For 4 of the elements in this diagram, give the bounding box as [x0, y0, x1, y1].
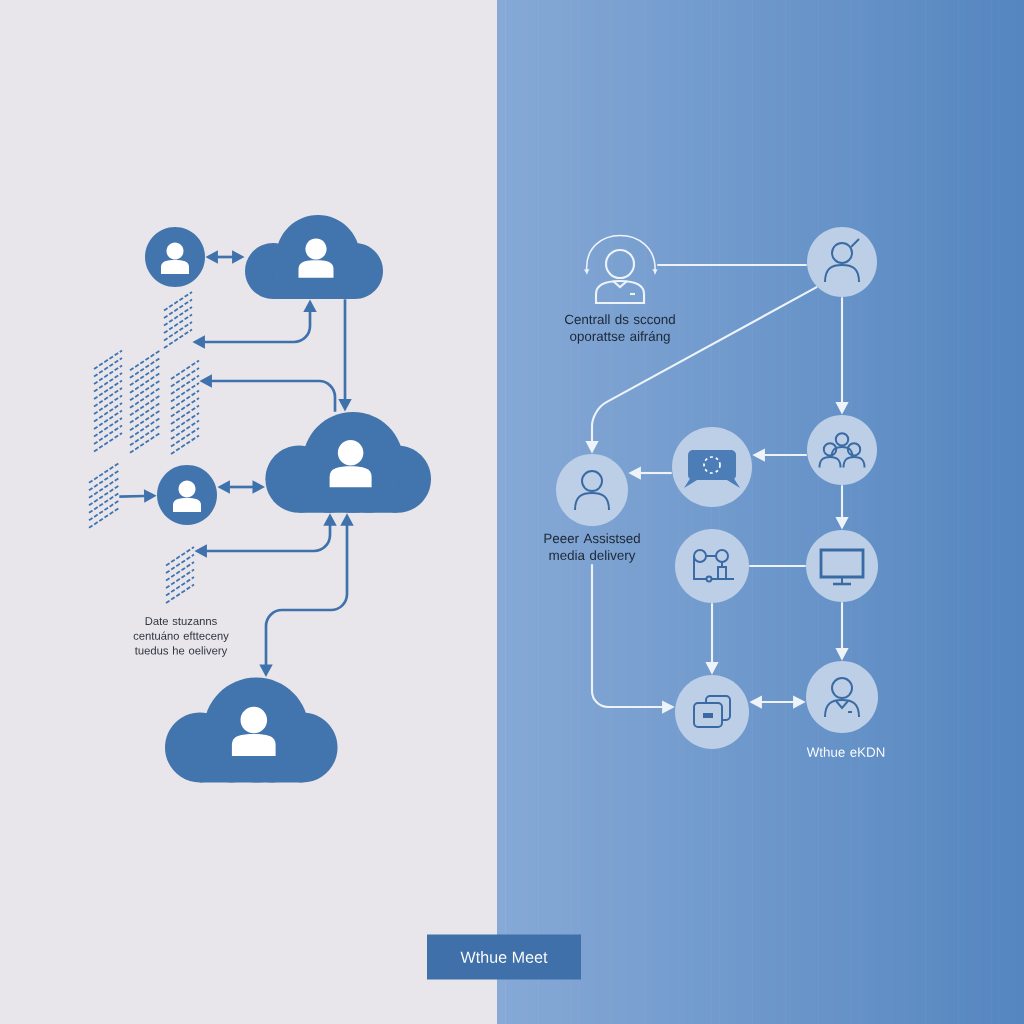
note-text: Date stuzanns centuáno eftteceny tuedus he oelivery [133, 617, 229, 657]
node-label: Wthue eKDN [806, 747, 885, 757]
node-label: Centrall ds sccond oporattse aifráng [565, 314, 675, 344]
node-label: Peeer Assistsed media delivery [544, 533, 640, 563]
